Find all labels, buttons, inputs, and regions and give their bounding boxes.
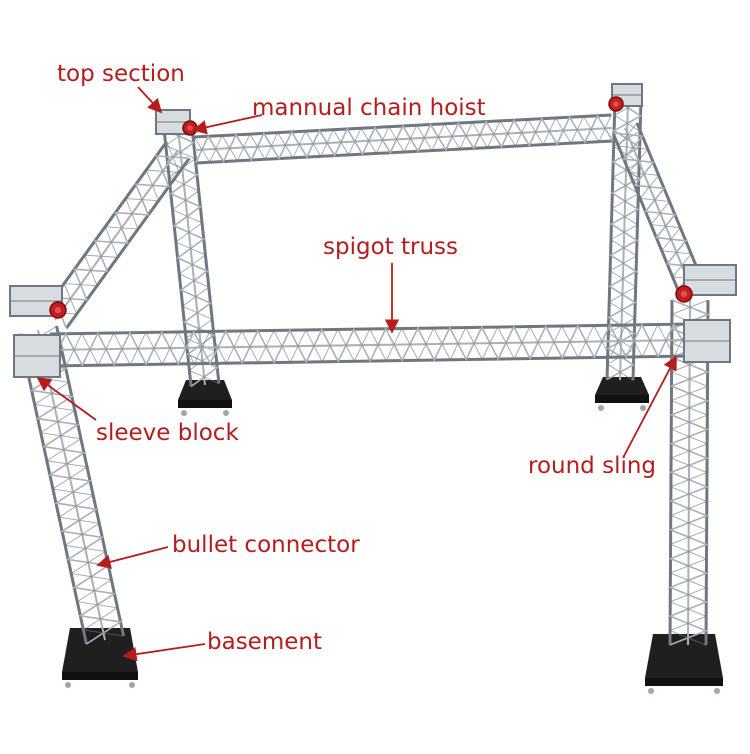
- front-right-base: [645, 634, 723, 694]
- chain-hoist-label: mannual chain hoist: [252, 95, 486, 121]
- arrow-basement: [122, 643, 206, 662]
- sleeve-block-front-right: [683, 319, 731, 363]
- arrow-sleeve-block: [36, 376, 97, 421]
- chain-hoist-back-left: [182, 120, 198, 136]
- basement-label: basement: [207, 629, 322, 655]
- front-top-beam: [49, 322, 691, 368]
- right-side-beam: [611, 122, 704, 291]
- back-top-beam: [193, 113, 614, 165]
- chain-hoist-front-left: [49, 301, 67, 319]
- back-right-base: [595, 377, 649, 411]
- bullet-connector-label: bullet connector: [172, 532, 360, 558]
- arrow-chain-hoist: [192, 114, 263, 135]
- chain-hoist-front-right: [675, 285, 693, 303]
- sleeve-block-front-left: [13, 334, 61, 378]
- spigot-truss-label: spigot truss: [323, 234, 458, 260]
- chain-hoist-back-right: [608, 96, 624, 112]
- back-left-base: [178, 380, 232, 416]
- sleeve-block-label: sleeve block: [96, 420, 239, 446]
- arrow-bullet-connector: [96, 546, 169, 569]
- left-side-beam: [42, 140, 191, 330]
- round-sling-label: round sling: [528, 453, 657, 479]
- arrow-top-section: [137, 86, 163, 114]
- top-section-front-left: [9, 285, 63, 317]
- top-section-front-right: [683, 264, 737, 296]
- arrow-round-sling: [623, 355, 677, 457]
- front-left-base: [62, 628, 138, 688]
- top-section-label: top section: [57, 61, 185, 87]
